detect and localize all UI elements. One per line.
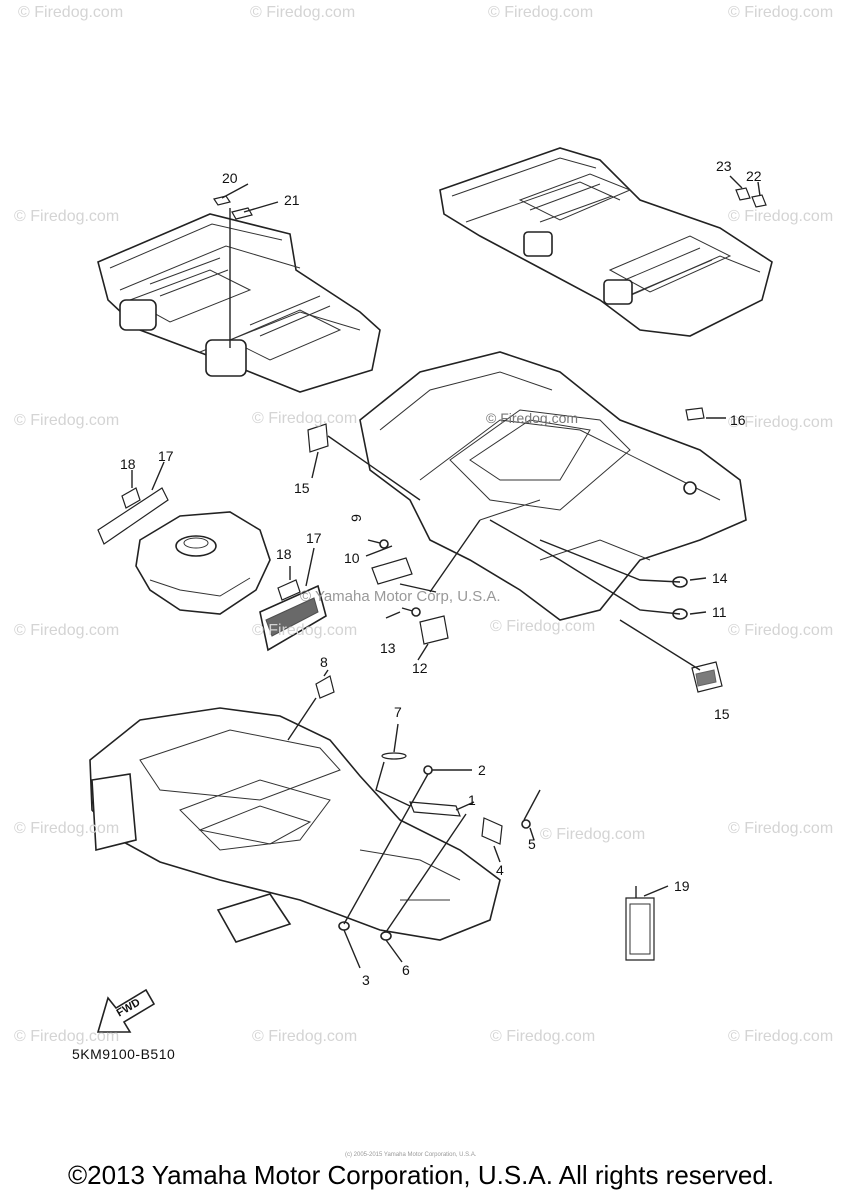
callout-3: 3: [362, 972, 370, 988]
rear-carrier-rack: [439, 147, 773, 337]
callout-5: 5: [528, 836, 536, 852]
watermark: © Firedog.com: [252, 410, 358, 427]
watermark: © Firedog.com: [14, 208, 120, 225]
callout-8: 8: [320, 654, 328, 670]
watermark: © Firedog.com: [728, 414, 834, 431]
watermark: © Firedog.com: [540, 826, 646, 843]
label-20: [213, 195, 231, 206]
callout-6: 6: [402, 962, 410, 978]
center-watermark-2: © Yamaha Motor Corp, U.S.A.: [300, 588, 501, 605]
callout-2: 2: [478, 762, 486, 778]
watermark: © Firedog.com: [728, 820, 834, 837]
front-carrier-rack: [97, 208, 381, 393]
watermark: © Firedog.com: [14, 622, 120, 639]
label-21: [231, 207, 253, 220]
center-watermark: © Firedog.com: [486, 410, 579, 426]
label-23: [735, 187, 751, 201]
callout-22: 22: [746, 168, 762, 184]
callout-10: 10: [344, 550, 360, 566]
callout-15-bottom: 15: [714, 706, 730, 722]
watermark: © Firedog.com: [490, 1028, 596, 1045]
callout-18-right: 18: [276, 546, 292, 562]
front-fender: [89, 707, 501, 943]
watermark: © Firedog.com: [250, 4, 356, 21]
callout-20: 20: [222, 170, 238, 186]
watermark: © Firedog.com: [728, 208, 834, 225]
callout-23: 23: [716, 158, 732, 174]
label-8: [315, 675, 335, 699]
diagram-code: 5KM9100-B510: [72, 1046, 176, 1062]
watermark: © Firedog.com: [728, 4, 834, 21]
callout-19: 19: [674, 878, 690, 894]
watermark: © Firedog.com: [252, 622, 358, 639]
watermark: © Firedog.com: [14, 412, 120, 429]
callout-4: 4: [496, 862, 504, 878]
watermark: © Firedog.com: [252, 1028, 358, 1045]
callout-15-top: 15: [294, 480, 310, 496]
watermark: © Firedog.com: [728, 1028, 834, 1045]
callout-9: 9: [347, 514, 364, 522]
watermark: © Firedog.com: [488, 4, 594, 21]
callout-12: 12: [412, 660, 428, 676]
callout-7: 7: [394, 704, 402, 720]
watermark: © Firedog.com: [18, 4, 124, 21]
fwd-arrow-icon: [96, 988, 156, 1033]
rear-fender: [359, 351, 747, 621]
watermark: © Firedog.com: [728, 622, 834, 639]
callout-11: 11: [712, 604, 727, 620]
label-16: [685, 407, 705, 421]
callout-13: 13: [380, 640, 396, 656]
fasteners: [367, 539, 723, 693]
watermark: © Firedog.com: [14, 820, 120, 837]
callout-14: 14: [712, 570, 728, 586]
copyright-notice: ©2013 Yamaha Motor Corporation, U.S.A. A…: [67, 1160, 775, 1190]
callout-17-right: 17: [306, 530, 322, 546]
callout-16: 16: [730, 412, 746, 428]
label-22: [751, 194, 767, 208]
callout-17-left: 17: [158, 448, 174, 464]
fine-print: (c) 2005-2015 Yamaha Motor Corporation, …: [345, 1152, 477, 1158]
watermark: © Firedog.com: [490, 618, 596, 635]
label-17-left: [97, 487, 169, 545]
callout-1: 1: [468, 792, 476, 808]
label-18-left: [121, 487, 141, 509]
label-19: [625, 897, 655, 961]
tank-cover: [135, 511, 271, 615]
callout-21: 21: [284, 192, 300, 208]
decal-17-right: [259, 579, 327, 652]
label-15-top: [307, 423, 329, 453]
callout-18-left: 18: [120, 456, 136, 472]
watermark: © Firedog.com: [14, 1028, 120, 1045]
